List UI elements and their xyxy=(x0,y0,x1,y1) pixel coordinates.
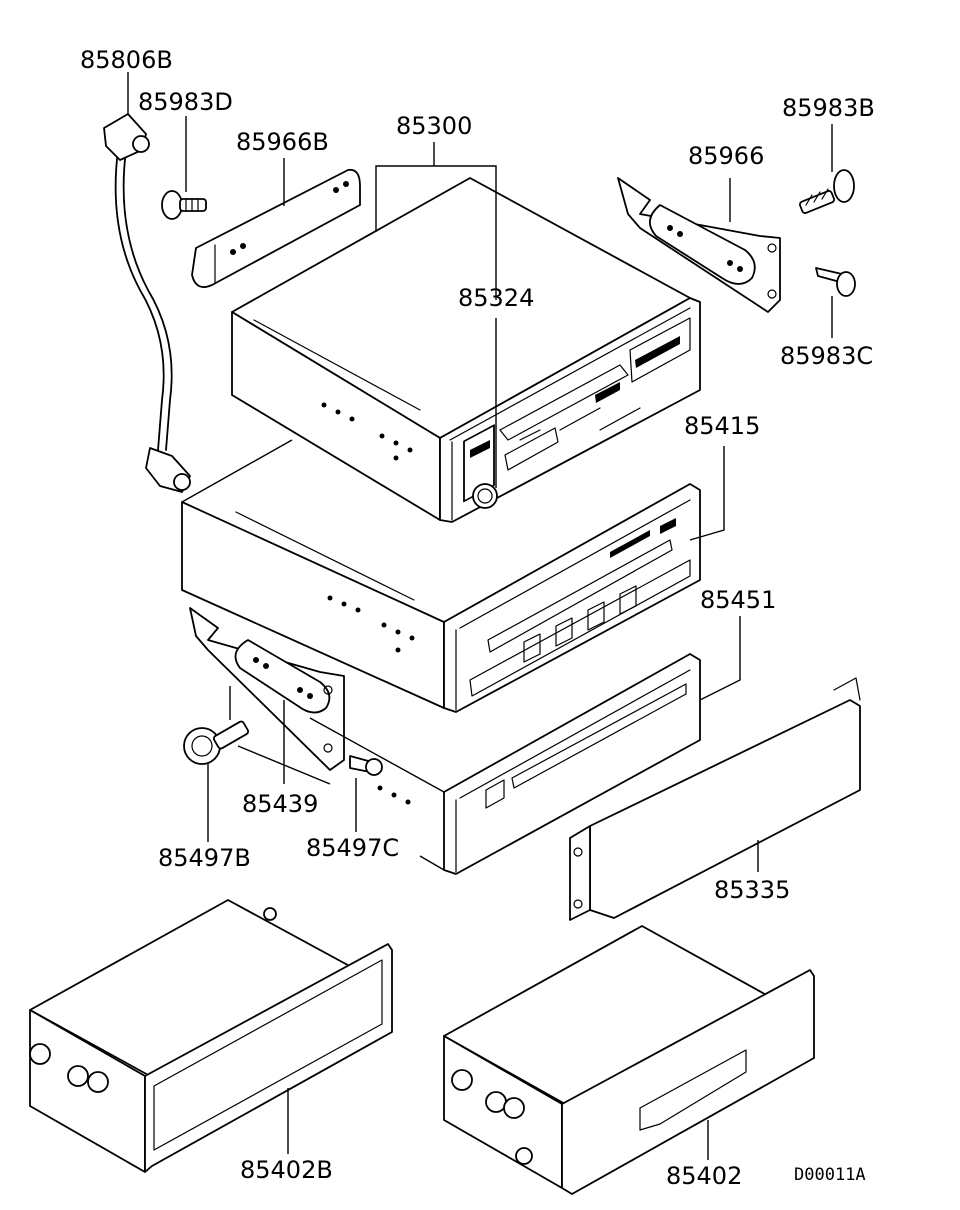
label-85497B: 85497B xyxy=(158,844,251,872)
unit-85415 xyxy=(181,439,701,713)
antenna-cable xyxy=(103,113,191,493)
label-85300: 85300 xyxy=(396,112,472,140)
bracket-85439 xyxy=(189,607,345,771)
head-unit-85300 xyxy=(231,177,701,523)
label-85324: 85324 xyxy=(458,284,534,312)
pocket-85402B xyxy=(29,899,393,1173)
bracket-85966B xyxy=(191,168,361,288)
label-85402B: 85402B xyxy=(240,1156,333,1184)
screw-85497B xyxy=(183,720,250,765)
screw-85497C xyxy=(349,755,383,776)
label-85402: 85402 xyxy=(666,1162,742,1190)
unit-85451 xyxy=(309,653,701,875)
screw-85983C xyxy=(815,267,856,297)
bracket-85966 xyxy=(617,177,781,313)
label-85983B: 85983B xyxy=(782,94,875,122)
label-85966: 85966 xyxy=(688,142,764,170)
diagram-code: D00011A xyxy=(794,1165,866,1185)
part-labels: 85806B 85983D 85966B 85300 85324 85966 8… xyxy=(80,46,875,1190)
label-85806B: 85806B xyxy=(80,46,173,74)
label-85451: 85451 xyxy=(700,586,776,614)
pocket-85402 xyxy=(443,925,815,1195)
label-85415: 85415 xyxy=(684,412,760,440)
label-85983D: 85983D xyxy=(138,88,233,116)
screw-85983D xyxy=(161,190,207,220)
plate-85335 xyxy=(569,677,861,921)
label-85439: 85439 xyxy=(242,790,318,818)
label-85966B: 85966B xyxy=(236,128,329,156)
screw-85983B xyxy=(798,169,855,214)
label-85497C: 85497C xyxy=(306,834,399,862)
label-85335: 85335 xyxy=(714,876,790,904)
label-85983C: 85983C xyxy=(780,342,873,370)
leader-lines xyxy=(127,72,833,1160)
